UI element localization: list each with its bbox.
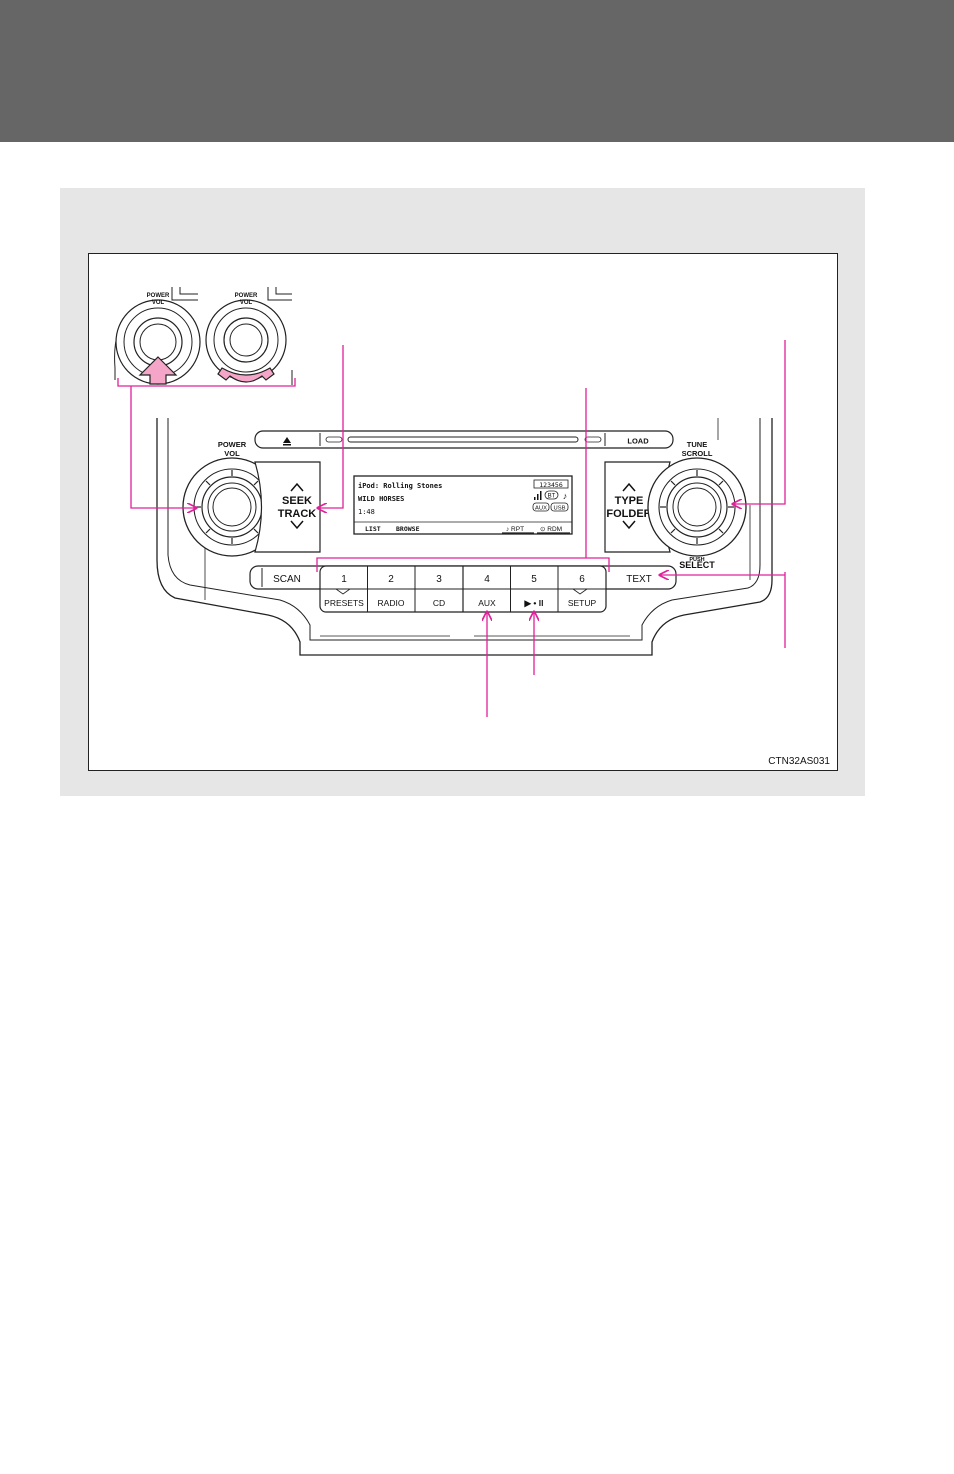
preset-button-2[interactable]: 2 RADIO	[378, 574, 405, 608]
header-band	[0, 0, 954, 142]
music-note-icon: ♪	[563, 491, 568, 501]
radio-head-unit	[156, 418, 773, 656]
select-label: SELECT	[679, 560, 715, 570]
preset-4-sub: AUX	[478, 598, 496, 608]
inset-bracket	[117, 378, 296, 387]
preset-1-sub: PRESETS	[324, 598, 364, 608]
seek-label: SEEK	[282, 495, 312, 507]
preset-button-1[interactable]: 1 PRESETS	[324, 574, 364, 608]
inset-knob-press: POWER VOL	[114, 287, 201, 385]
preset-button-3[interactable]: 3 CD	[433, 574, 445, 608]
preset-indicator: 123456	[539, 481, 563, 489]
browse-label: BROWSE	[396, 525, 420, 533]
display-line3: 1:48	[358, 508, 375, 516]
preset-2-number: 2	[388, 574, 394, 585]
bt-badge: BT	[548, 494, 556, 500]
preset-4-number: 4	[484, 574, 490, 585]
chevron-down-icon	[290, 520, 304, 530]
preset-6-sub: SETUP	[568, 598, 597, 608]
power-vol-label-line1: POWER	[218, 440, 247, 449]
button-strip	[249, 565, 677, 613]
type-label: TYPE	[615, 495, 644, 507]
inset-vol-label: VOL	[152, 300, 165, 306]
preset-button-6[interactable]: 6 SETUP	[568, 574, 597, 608]
usb-badge: USB	[554, 506, 566, 512]
chevron-down-icon	[622, 520, 636, 530]
power-vol-knob[interactable]	[182, 457, 282, 557]
preset-button-4[interactable]: 4 AUX	[478, 574, 496, 608]
preset-3-sub: CD	[433, 598, 445, 608]
display-screen: iPod: Rolling Stones WILD HORSES 1:48 12…	[353, 475, 573, 535]
preset-6-number: 6	[579, 574, 585, 585]
signal-icon	[534, 491, 542, 500]
play-pause-icon: ▶ • ll	[524, 598, 544, 608]
tune-scroll-label-line1: TUNE	[687, 440, 707, 449]
text-button[interactable]: TEXT	[626, 574, 652, 585]
eject-icon	[283, 437, 291, 446]
aux-badge: AUX	[535, 506, 547, 512]
push-label: PUSH	[689, 557, 704, 563]
preset-button-5[interactable]: 5 ▶ • ll	[524, 574, 544, 608]
folder-label: FOLDER	[606, 508, 651, 520]
rdm-label: ⊙ RDM	[540, 526, 562, 533]
eject-button[interactable]	[283, 437, 291, 446]
callout-lines	[130, 340, 786, 717]
inset-knob-rotate: POWER VOL	[205, 287, 293, 385]
tune-scroll-knob[interactable]	[647, 457, 747, 557]
chevron-up-icon	[622, 482, 636, 492]
chevron-up-icon	[290, 482, 304, 492]
preset-3-number: 3	[436, 574, 442, 585]
load-button[interactable]: LOAD	[627, 437, 649, 446]
power-vol-label-line2: VOL	[224, 449, 240, 458]
scan-button[interactable]: SCAN	[273, 574, 301, 585]
rpt-label: ♪ RPT	[506, 526, 524, 533]
preset-1-number: 1	[341, 574, 347, 585]
preset-5-number: 5	[531, 574, 537, 585]
inset-power-label-2: POWER	[235, 293, 258, 299]
preset-2-sub: RADIO	[378, 598, 405, 608]
inset-power-label: POWER	[147, 293, 170, 299]
tune-scroll-label-line2: SCROLL	[682, 449, 713, 458]
list-label: LIST	[365, 525, 381, 533]
figure-code: CTN32AS031	[768, 756, 830, 767]
track-label: TRACK	[278, 508, 317, 520]
seek-track-button[interactable]: SEEK TRACK	[254, 461, 321, 553]
display-line1: iPod: Rolling Stones	[358, 482, 442, 490]
display-line2: WILD HORSES	[358, 495, 404, 503]
inset-vol-label-2: VOL	[240, 300, 253, 306]
rotate-arrow-icon	[217, 367, 275, 383]
